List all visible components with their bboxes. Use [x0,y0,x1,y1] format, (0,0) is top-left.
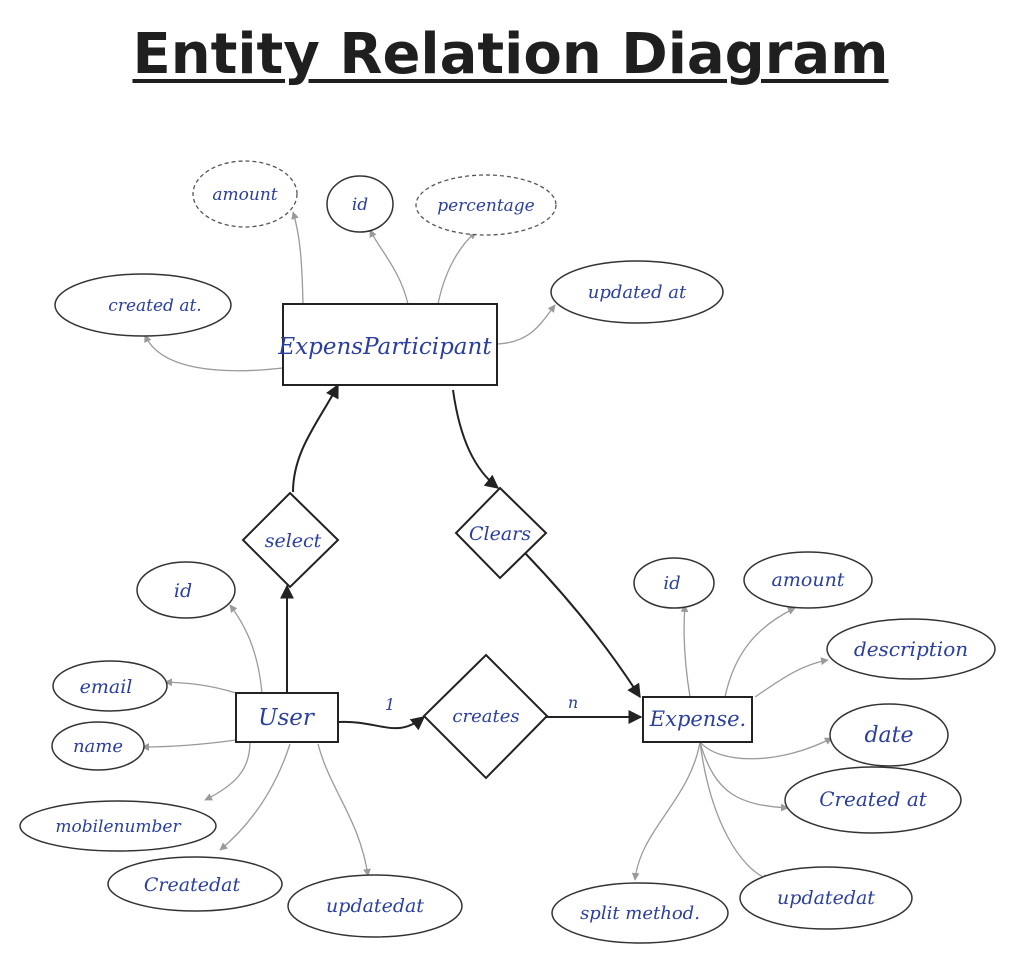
attribute-expense-id: id [633,557,715,609]
connector-ep-clears [452,389,500,489]
connector-expense-date [699,737,833,760]
connector-expense-split [631,741,701,881]
attribute-expense-created: Created at [784,766,962,834]
attribute-label: id [174,580,192,602]
attribute-ep-updated: updated at [550,260,724,324]
connector-user-id [229,604,263,694]
attribute-label: updated at [588,282,687,303]
attribute-label: name [73,736,123,757]
connector-clears-expense [524,552,641,699]
connector-ep-percentage [437,231,477,305]
attribute-expense-description: description [826,618,996,680]
attribute-expense-split: split method. [551,882,729,944]
attribute-label: split method. [580,903,700,924]
attribute-label: id [663,573,680,594]
attribute-expense-date: date [829,703,949,767]
user-attribute-connectors [141,604,371,877]
entity-label: Expense. [649,707,746,731]
attribute-user-name: name [51,721,145,771]
attribute-label: Createdat [144,874,241,896]
attribute-user-updated: updatedat [287,874,463,938]
relationship-label: Clears [469,523,531,545]
connector-expense-id [680,604,691,698]
relationship-connectors [280,383,643,731]
connector-user-name [141,739,237,751]
attribute-label: Created at [819,787,928,811]
attribute-expense-updated: updatedat [739,866,913,930]
connector-ep-created [144,334,284,372]
ep-attribute-connectors [144,211,556,372]
connector-user-mobile [204,741,251,801]
connector-expense-amount [724,607,796,698]
entity-label: ExpensParticipant [277,334,492,360]
relationship-label: creates [452,706,519,727]
connector-ep-updated [497,304,556,345]
relationship-select: select [241,491,340,589]
attribute-user-id: id [136,561,236,619]
connector-user-creates [337,716,426,731]
attribute-label: amount [772,569,845,591]
relationship-clears: Clears [454,486,548,580]
attribute-label: id [352,195,368,215]
connector-user-email [164,678,237,694]
attribute-label: mobilenumber [55,817,181,837]
relationship-creates: creates [422,653,549,780]
attribute-user-created: Createdat [107,856,283,912]
entity-user: User [235,692,339,743]
connector-user-updated [317,743,371,877]
attribute-ep-created: created at. [54,273,232,337]
attribute-label: amount [212,185,277,205]
attribute-ep-percentage: percentage [415,174,557,236]
attribute-label: date [864,723,913,748]
entity-expense-participant: ExpensParticipant [277,303,498,386]
connector-expense-updated [699,741,771,882]
connector-select-ep [292,383,339,493]
attribute-expense-amount: amount [743,551,873,609]
attribute-user-mobile: mobilenumber [19,800,217,852]
attribute-ep-id: id [326,175,394,233]
attribute-label: updatedat [777,887,875,909]
connector-user-created [219,743,291,851]
relationship-label: select [265,530,322,552]
connector-expense-created [699,741,789,812]
cardinality-many: n [568,693,578,712]
connector-expense-description [754,657,829,698]
entity-expense: Expense. [642,696,753,743]
attribute-label: percentage [437,196,535,216]
connector-ep-amount [291,211,304,305]
entity-label: User [258,705,316,731]
page-title: Entity Relation Diagram [132,22,889,87]
connector-ep-id [369,229,409,305]
attribute-label: updatedat [326,895,424,917]
attribute-label: description [854,637,968,661]
attribute-label: created at. [108,296,201,316]
attribute-label: email [80,676,133,698]
attribute-ep-amount: amount [192,160,298,228]
cardinality-one: 1 [385,695,395,714]
attribute-user-email: email [52,660,168,712]
expense-attribute-connectors [631,604,833,882]
